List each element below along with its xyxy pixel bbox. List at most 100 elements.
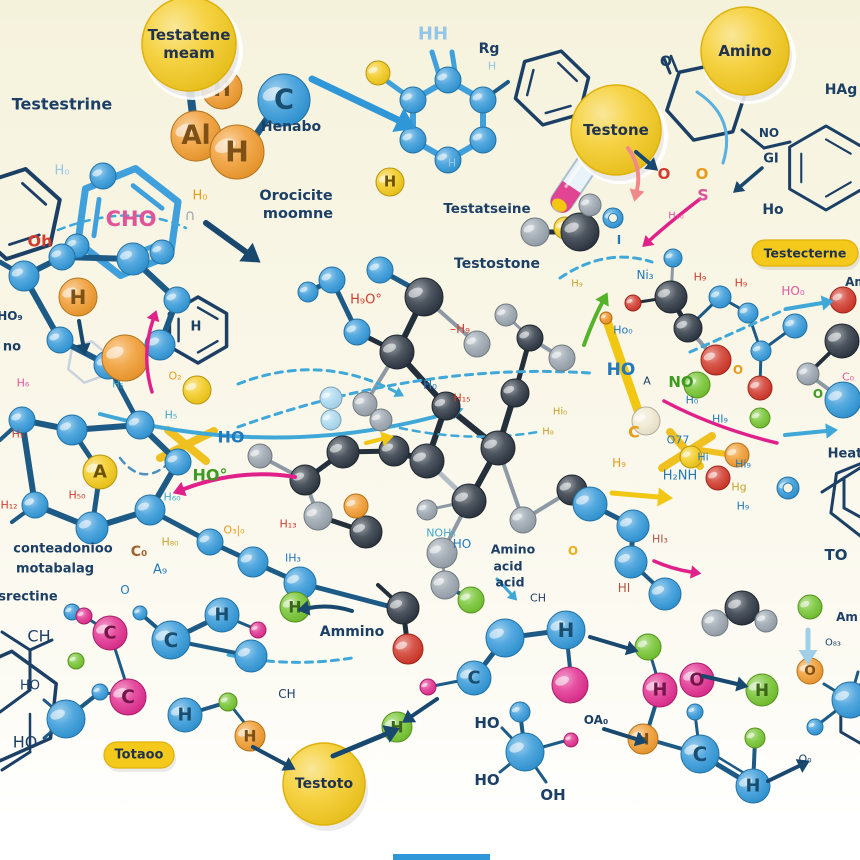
atom-ball: C [151, 620, 191, 660]
atom-ball [705, 465, 731, 491]
badge-label: Testoto [295, 776, 354, 792]
chem-label: H₀ [55, 164, 70, 179]
chem-label: HH [418, 24, 448, 45]
atom-ball [754, 609, 778, 633]
arrowhead-icon [798, 650, 818, 665]
atom-ball [724, 590, 760, 626]
chem-label: HO [453, 537, 471, 551]
badge-label: meam [163, 44, 215, 62]
arrowhead-icon [239, 242, 261, 263]
benzene-ring [788, 124, 860, 212]
arrow [609, 490, 661, 500]
arrowhead-icon [172, 481, 187, 497]
chem-label: Ni₃ [636, 268, 653, 282]
arrowhead-icon [380, 431, 394, 447]
atom-ball [724, 442, 750, 468]
chem-label: HI [618, 581, 631, 595]
atom-ball [434, 66, 462, 94]
atom-ball [686, 703, 704, 721]
atom-ball: H [642, 672, 678, 708]
arrow [330, 731, 389, 759]
arrow [626, 146, 641, 192]
benzene-ring [0, 167, 62, 261]
benzene-ring [513, 49, 591, 127]
atom-ball [578, 193, 602, 217]
chem-label: O₂ [168, 370, 181, 383]
atom-ball [116, 242, 150, 276]
atom-ball [419, 678, 437, 696]
atom-ball [247, 443, 273, 469]
chem-label: H₁₂ [0, 499, 17, 512]
atom-ball [516, 324, 544, 352]
atom-ball [182, 375, 212, 405]
chem-label: H₅ [165, 409, 178, 422]
atom-ball: H [58, 277, 98, 317]
arrow [410, 697, 439, 718]
atom-ball [572, 486, 608, 522]
chem-label: A [643, 375, 651, 388]
atom-label: H [288, 598, 301, 617]
atom-ball [806, 718, 824, 736]
chem-label: H [191, 320, 202, 335]
stick-bond [842, 466, 860, 480]
arrow [77, 319, 85, 346]
atom-ball [196, 528, 224, 556]
atom-ball [614, 545, 648, 579]
atom-ball [654, 280, 688, 314]
chem-label: H₈₀ [161, 536, 179, 549]
chem-label: Orocicite [259, 188, 333, 204]
atom-ball [8, 260, 40, 292]
atom-ball [551, 666, 589, 704]
arrow [783, 429, 828, 437]
atom-ball [56, 414, 88, 446]
atom-ball [494, 303, 518, 327]
atom-ball [831, 681, 860, 719]
atom-ball [343, 493, 369, 519]
atom-ball [520, 217, 550, 247]
atom-label: H [178, 705, 193, 726]
atom-ball [457, 586, 485, 614]
atom-ball [234, 639, 268, 673]
atom-ball [352, 391, 378, 417]
chem-label: H₅ [112, 380, 124, 391]
chem-label: H₉ [612, 456, 626, 470]
arrowhead-icon [506, 590, 518, 601]
atom-ball [218, 692, 238, 712]
atom-label: H [243, 727, 256, 746]
atom-ball [469, 126, 497, 154]
benzene-ring [74, 165, 182, 279]
atom-label: C [274, 85, 294, 116]
atom-ball [101, 334, 149, 382]
atom-ball: O [679, 662, 715, 698]
atom-ball [434, 146, 462, 174]
chem-label: Hg [731, 481, 746, 494]
atom-label: H [384, 174, 396, 191]
atom-ball [700, 344, 732, 376]
atom-ball [416, 499, 438, 521]
arrowhead-icon [297, 600, 311, 616]
chem-label: HO [607, 360, 636, 380]
atom-ball: H [745, 673, 779, 707]
arrow [56, 214, 188, 232]
arrow [495, 577, 513, 596]
chem-label: H₈ [542, 427, 554, 438]
chem-label: TO [825, 546, 848, 564]
chem-label: H₂NH [663, 469, 698, 484]
arrow [766, 764, 801, 783]
atom-ball [392, 633, 424, 665]
arrow [307, 604, 354, 613]
chem-label: H₁₃ [279, 518, 296, 531]
chem-label: O [660, 54, 672, 70]
arrow [236, 369, 592, 429]
atom-ball: O [796, 657, 824, 685]
atom-ball [648, 577, 682, 611]
atom-ball [132, 605, 148, 621]
stick-bond [0, 750, 32, 772]
atom-ball [149, 239, 175, 265]
stick-bond [0, 688, 32, 714]
atom-ball [776, 476, 800, 500]
chem-label: conteadonioo [13, 542, 113, 557]
stick-bond [164, 426, 210, 465]
atom-label: C [121, 686, 135, 708]
stick-bond [820, 476, 846, 494]
